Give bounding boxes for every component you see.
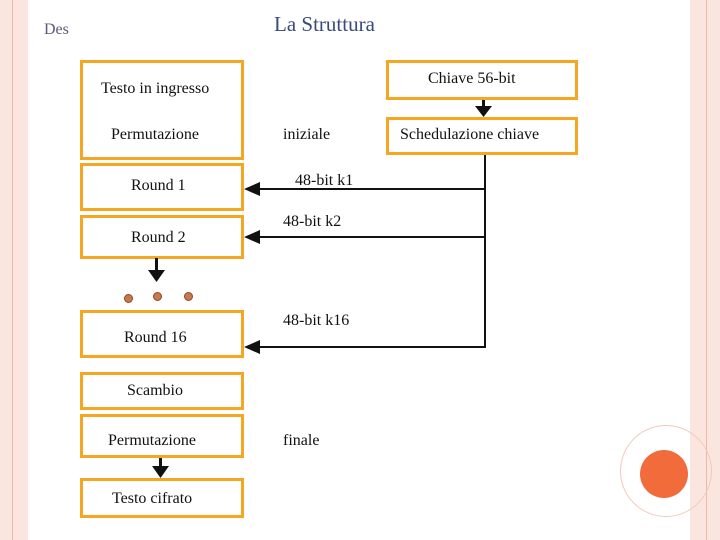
final-permutation-label: Permutazione: [108, 432, 196, 449]
initial-permutation-label: Permutazione: [111, 126, 199, 143]
k2-arrow-head: [244, 230, 260, 244]
round1-box: [80, 163, 244, 211]
key-schedule-box: [386, 117, 578, 155]
final-permutation-box: [80, 414, 244, 458]
round2-arrow-head: [148, 270, 165, 282]
ciphertext-box: [80, 478, 244, 518]
k16-arrow-head: [244, 340, 260, 354]
k2-line: [258, 236, 485, 238]
decorative-ring: [620, 425, 712, 517]
initial-label: iniziale: [283, 126, 331, 143]
key-trunk-line: [484, 155, 486, 348]
k1-line: [258, 188, 485, 190]
key-label: Chiave 56-bit: [428, 70, 516, 87]
k16-line: [258, 346, 485, 348]
round16-label: Round 16: [124, 329, 187, 346]
plaintext-permutation-box: [80, 60, 244, 160]
k2-label: 48-bit k2: [283, 213, 342, 230]
left-frame-band: [0, 0, 28, 540]
corner-label: Des: [44, 21, 69, 38]
right-frame-line: [706, 0, 707, 540]
k1-arrow-head: [244, 182, 260, 196]
ellipsis-dot-3: [184, 292, 193, 301]
ciphertext-label: Testo cifrato: [112, 490, 193, 507]
final-label: finale: [283, 432, 320, 449]
swap-label: Scambio: [127, 382, 183, 399]
slide-title: La Struttura: [274, 12, 375, 36]
final-arrow-head: [152, 466, 169, 478]
round1-label: Round 1: [131, 177, 186, 194]
k1-label: 48-bit k1: [295, 172, 354, 189]
ellipsis-dot-1: [124, 294, 133, 303]
ellipsis-dot-2: [153, 292, 162, 301]
round2-label: Round 2: [131, 229, 186, 246]
plaintext-label: Testo in ingresso: [101, 80, 210, 97]
key-box: [386, 60, 578, 100]
final-arrow-shaft: [159, 458, 162, 468]
round2-arrow-shaft: [155, 258, 158, 272]
swap-box: [80, 372, 244, 410]
round16-box: [80, 310, 244, 358]
key-arrow-head: [475, 106, 492, 117]
left-frame-line: [12, 0, 13, 540]
k16-label: 48-bit k16: [283, 312, 350, 329]
key-schedule-label: Schedulazione chiave: [400, 126, 540, 143]
round2-box: [80, 215, 244, 259]
decorative-circle: [640, 450, 688, 498]
key-arrow-shaft: [482, 100, 485, 108]
